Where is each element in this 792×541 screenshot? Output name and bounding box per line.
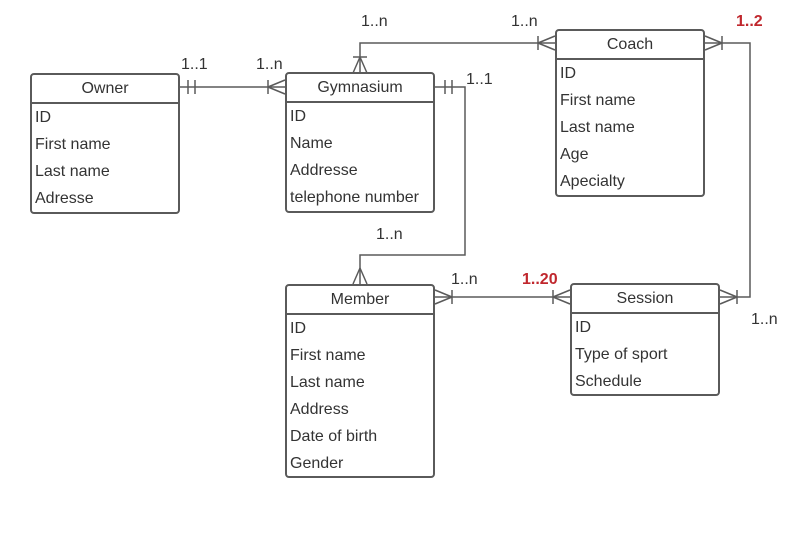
session-left-crowfoot-down (552, 296, 571, 305)
session-attr-id: ID (575, 319, 591, 336)
cardinality-member-session-session-side: 1..20 (522, 271, 558, 288)
gym-end-crowfoot-down (267, 86, 286, 95)
entity-gymnasium-attributes: ID Name Addresse telephone number (287, 103, 433, 211)
member-right-crowfoot-up (434, 289, 453, 298)
cardinality-coach-session-coach-side: 1..2 (736, 13, 763, 30)
coach-left-crowfoot-down (537, 42, 556, 51)
cardinality-gym-member-member-side: 1..n (376, 226, 403, 243)
session-attr-type-of-sport: Type of sport (575, 346, 668, 363)
owner-attr-id: ID (35, 109, 51, 126)
gymnasium-attr-telephone: telephone number (290, 189, 419, 206)
entity-session-title: Session (572, 285, 718, 314)
gymnasium-attr-id: ID (290, 108, 306, 125)
member-attr-date-of-birth: Date of birth (290, 428, 378, 445)
cardinality-gym-coach-gym-side: 1..n (361, 13, 388, 30)
entity-member[interactable]: Member ID First name Last name Address D… (285, 284, 435, 478)
coach-right-crowfoot-down (704, 42, 723, 51)
gymnasium-attr-name: Name (290, 135, 333, 152)
gym-end-crowfoot-up (267, 79, 286, 88)
entity-member-title: Member (287, 286, 433, 315)
entity-coach-title: Coach (557, 31, 703, 60)
owner-attr-last-name: Last name (35, 163, 110, 180)
gym-top-crowfoot-right (359, 56, 368, 74)
coach-attr-specialty: Apecialty (560, 173, 625, 190)
entity-member-attributes: ID First name Last name Address Date of … (287, 315, 433, 477)
session-attr-schedule: Schedule (575, 373, 642, 390)
session-right-crowfoot-down (719, 296, 738, 305)
member-attr-first-name: First name (290, 347, 366, 364)
owner-attr-address: Adresse (35, 190, 94, 207)
gym-top-crowfoot-left (352, 56, 361, 74)
member-attr-id: ID (290, 320, 306, 337)
rel-gymnasium-coach-line (359, 42, 555, 73)
session-left-crowfoot-up (552, 289, 571, 298)
entity-owner-title: Owner (32, 75, 178, 104)
entity-owner[interactable]: Owner ID First name Last name Adresse (30, 73, 180, 214)
rel-coach-session-line (705, 42, 751, 298)
entity-session[interactable]: Session ID Type of sport Schedule (570, 283, 720, 396)
coach-left-crowfoot-up (537, 35, 556, 44)
coach-right-crowfoot-up (704, 35, 723, 44)
coach-attr-id: ID (560, 65, 576, 82)
owner-attr-first-name: First name (35, 136, 111, 153)
gymnasium-attr-address: Addresse (290, 162, 358, 179)
session-right-crowfoot-up (719, 289, 738, 298)
coach-attr-age: Age (560, 146, 589, 163)
coach-attr-last-name: Last name (560, 119, 635, 136)
entity-gymnasium[interactable]: Gymnasium ID Name Addresse telephone num… (285, 72, 435, 213)
member-attr-gender: Gender (290, 455, 344, 472)
cardinality-coach-session-session-side: 1..n (751, 311, 778, 328)
member-attr-address: Address (290, 401, 349, 418)
cardinality-owner-gym-gym-side: 1..n (256, 56, 283, 73)
coach-attr-first-name: First name (560, 92, 636, 109)
entity-coach-attributes: ID First name Last name Age Apecialty (557, 60, 703, 195)
cardinality-member-session-member-side: 1..n (451, 271, 478, 288)
entity-session-attributes: ID Type of sport Schedule (572, 314, 718, 395)
cardinality-gym-member-gym-side: 1..1 (466, 71, 493, 88)
member-right-crowfoot-down (434, 296, 453, 305)
member-attr-last-name: Last name (290, 374, 365, 391)
entity-gymnasium-title: Gymnasium (287, 74, 433, 103)
rel-gymnasium-member-line (359, 86, 466, 284)
entity-coach[interactable]: Coach ID First name Last name Age Apecia… (555, 29, 705, 197)
entity-owner-attributes: ID First name Last name Adresse (32, 104, 178, 212)
member-top-crowfoot-right (359, 267, 368, 285)
cardinality-owner-gym-owner-side: 1..1 (181, 56, 208, 73)
member-top-crowfoot-left (352, 267, 361, 285)
cardinality-gym-coach-coach-side: 1..n (511, 13, 538, 30)
